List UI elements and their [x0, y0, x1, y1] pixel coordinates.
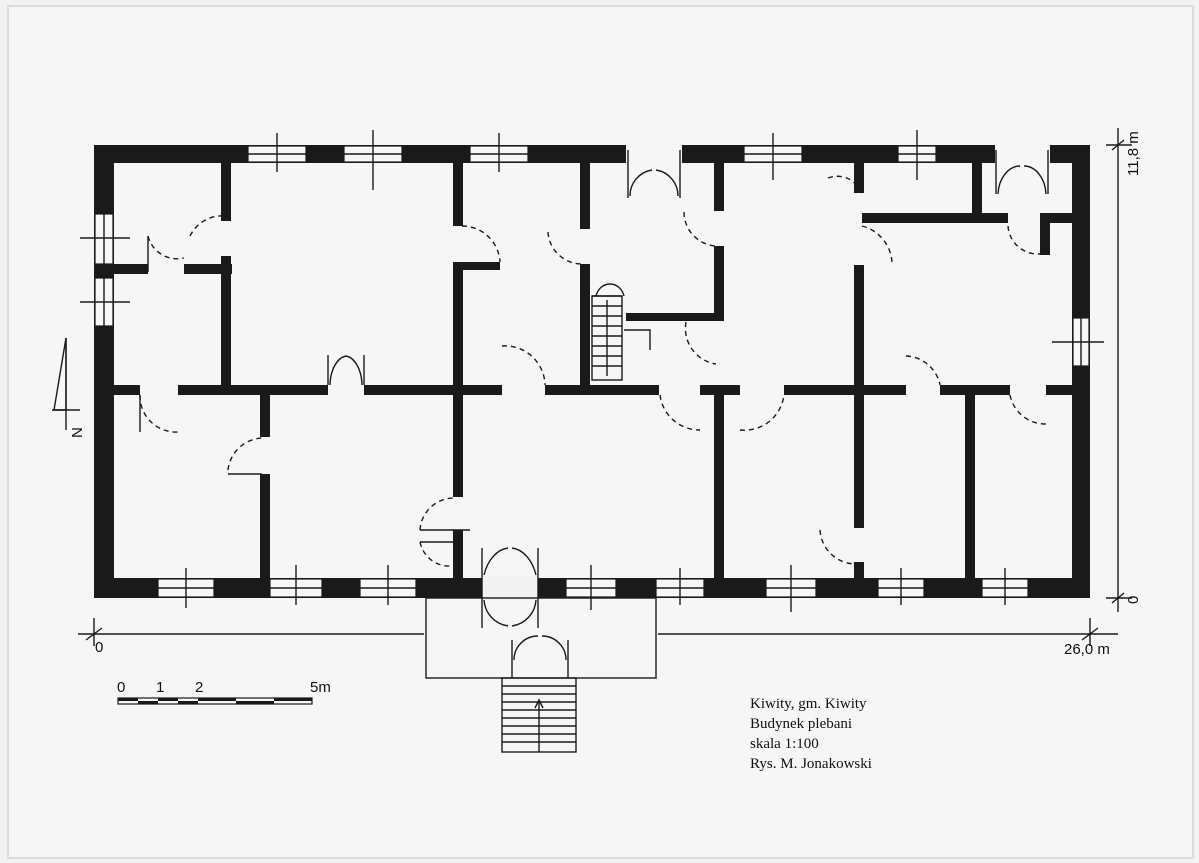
entrance-porch	[425, 547, 657, 753]
caption-location: Kiwity, gm. Kiwity	[750, 696, 867, 712]
paper-border	[7, 5, 1194, 859]
scale-tick-1: 1	[156, 679, 164, 696]
north-arrow: N	[52, 337, 86, 438]
doors	[139, 150, 1049, 567]
interior-walls	[114, 163, 1072, 578]
north-label: N	[69, 427, 86, 438]
staircase	[591, 283, 651, 381]
scale-tick-5: 5m	[310, 679, 331, 696]
width-dimension: 0 26,0 m	[78, 618, 1118, 658]
height-total-label: 11,8 m	[1125, 131, 1142, 176]
caption-author: Rys. M. Jonakowski	[750, 756, 872, 772]
width-total-label: 26,0 m	[1064, 641, 1110, 658]
height-dimension: 11,8 m 0	[1106, 128, 1142, 612]
scale-tick-2: 2	[195, 679, 203, 696]
scale-bar: 0 1 2 5m	[117, 679, 331, 705]
height-origin-label: 0	[1125, 596, 1142, 604]
scale-tick-0: 0	[117, 679, 125, 696]
windows-top	[247, 130, 937, 190]
windows-bottom	[157, 565, 1029, 612]
width-origin-label: 0	[95, 639, 103, 656]
windows-side	[80, 213, 1104, 367]
caption-building: Budynek plebani	[750, 716, 852, 732]
caption-block: Kiwity, gm. Kiwity Budynek plebani skala…	[750, 696, 872, 772]
caption-scale: skala 1:100	[750, 736, 819, 752]
